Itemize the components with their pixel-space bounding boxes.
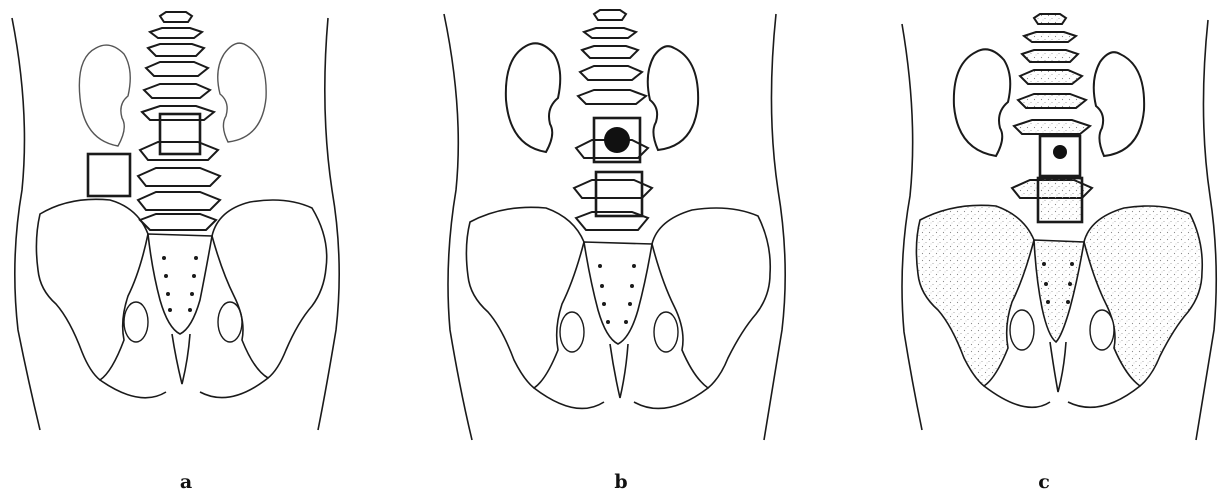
sacrum	[1034, 240, 1084, 342]
pelvis-left-wing	[36, 199, 148, 380]
sacrum	[148, 234, 212, 334]
obturator-right	[1090, 310, 1114, 350]
roi-box-vertebra-lower	[596, 172, 642, 216]
roi-box-vertebra-lower	[1038, 178, 1082, 222]
coccyx	[172, 334, 190, 384]
panel-label-a: a	[166, 472, 206, 492]
sacral-foramina	[162, 256, 198, 312]
sacrum	[584, 242, 652, 344]
body-outline-right	[1196, 20, 1216, 440]
kidney-left	[506, 43, 560, 152]
pubic-region	[100, 378, 268, 398]
obturator-left	[560, 312, 584, 352]
kidney-left	[79, 45, 130, 146]
anatomy-figure-a	[0, 0, 406, 470]
panel-a: a	[0, 0, 406, 498]
anatomy-figure-b	[408, 0, 814, 470]
panel-label-b: b	[601, 472, 641, 492]
lesion-hotspot	[604, 127, 630, 153]
kidney-right	[1094, 52, 1144, 156]
pubic-region	[984, 386, 1140, 407]
sacral-foramina	[598, 264, 636, 324]
coccyx	[610, 344, 628, 398]
body-outline-left	[12, 18, 40, 430]
pelvis-left-wing	[466, 207, 584, 388]
body-outline-right	[318, 18, 339, 430]
pelvis-right-wing	[652, 208, 770, 388]
roi-box-flank	[88, 154, 130, 196]
panel-b: b	[408, 0, 814, 498]
obturator-left	[1010, 310, 1034, 350]
panel-label-c: c	[1024, 472, 1064, 492]
pelvis-right-wing	[1084, 206, 1202, 386]
kidney-right	[648, 46, 698, 150]
obturator-right	[654, 312, 678, 352]
coccyx	[1050, 342, 1066, 392]
pelvis-right-wing	[212, 200, 327, 378]
anatomy-figure-c	[816, 0, 1219, 470]
body-outline-left	[444, 14, 472, 440]
kidney-left	[954, 49, 1010, 156]
obturator-right	[218, 302, 242, 342]
spine	[138, 12, 220, 230]
kidney-right	[218, 43, 266, 142]
lesion-hotspot	[1053, 145, 1067, 159]
panel-c: c	[816, 0, 1219, 498]
pelvis-left-wing	[916, 205, 1034, 386]
obturator-left	[124, 302, 148, 342]
body-outline-right	[764, 14, 785, 440]
